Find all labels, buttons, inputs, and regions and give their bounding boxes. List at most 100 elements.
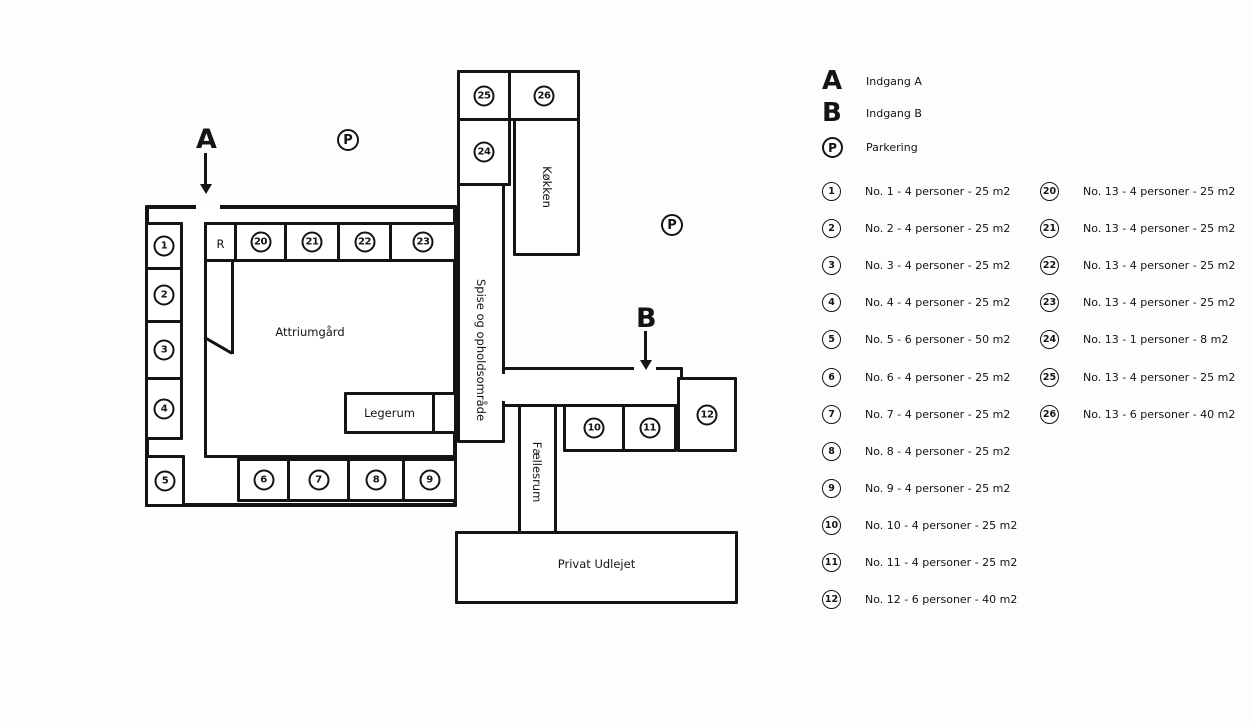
room-5-box: 5 [145, 455, 185, 507]
legend-item-label: No. 11 - 4 personer - 25 m2 [865, 555, 1018, 569]
legend-item: 12 No. 12 - 6 personer - 40 m2 [822, 581, 1017, 618]
room-r-box: R [204, 222, 237, 262]
room-21-box: 21 [284, 222, 340, 262]
room-12-box: 12 [677, 377, 737, 452]
legend-item: 6 No. 6 - 4 personer - 25 m2 [822, 358, 1017, 395]
legend-item-number: 8 [822, 441, 841, 461]
room-6-box: 6 [237, 458, 290, 502]
private-rented-label: Privat Udlejet [557, 557, 636, 572]
room-7-number: 7 [308, 469, 329, 491]
room-23-number: 23 [412, 231, 434, 253]
legend-item: 24 No. 13 - 1 personer - 8 m2 [1040, 321, 1235, 358]
legend-item-number: 5 [822, 330, 841, 350]
entrance-b-marker: B [636, 303, 657, 334]
legend-item-number: 24 [1040, 330, 1059, 350]
legend-item: 5 No. 5 - 6 personer - 50 m2 [822, 321, 1017, 358]
room-10-number: 10 [583, 417, 605, 439]
room-26-number: 26 [533, 85, 555, 106]
room-10-box: 10 [563, 404, 625, 452]
room-7-box: 7 [287, 458, 350, 502]
legend-item-label: No. 5 - 6 personer - 50 m2 [865, 333, 1011, 347]
legend-item-label: No. 4 - 4 personer - 25 m2 [865, 296, 1011, 310]
legend-item-number: 20 [1040, 182, 1059, 202]
legend-item-number: 10 [822, 515, 841, 535]
entrance-a-marker: A [196, 124, 217, 155]
kitchen-label: Køkken [540, 166, 554, 208]
legend-column-2: 20 No. 13 - 4 personer - 25 m2 21 No. 13… [1040, 173, 1235, 433]
legend-item-label: No. 13 - 1 personer - 8 m2 [1083, 333, 1229, 347]
room-5-number: 5 [154, 470, 176, 492]
kitchen-room-box [513, 118, 580, 256]
room-25-box: 25 [457, 70, 511, 121]
dining-corridor-box [457, 183, 505, 443]
room-11-number: 11 [639, 417, 660, 439]
legend-item: 1 No. 1 - 4 personer - 25 m2 [822, 173, 1017, 210]
legend-item-number: 25 [1040, 367, 1059, 387]
playroom-label: Legerum [364, 406, 415, 420]
common-room-box [518, 404, 557, 534]
room-1-box: 1 [145, 222, 183, 270]
private-rented-box: Privat Udlejet [455, 531, 738, 604]
legend-item-label: No. 12 - 6 personer - 40 m2 [865, 593, 1018, 607]
common-room-label: Fællesrum [530, 441, 544, 503]
narrow-room-wall [231, 259, 234, 354]
courtyard-label: Attriumgård [275, 325, 345, 339]
entrance-a-symbol: A [822, 66, 843, 96]
room-11-box: 11 [622, 404, 677, 452]
legend-item: 11 No. 11 - 4 personer - 25 m2 [822, 544, 1017, 581]
parking-marker-2: P [661, 214, 683, 236]
legend-item-number: 11 [822, 552, 841, 572]
legend-item-label: No. 2 - 4 personer - 25 m2 [865, 222, 1011, 236]
legend-item-label: No. 1 - 4 personer - 25 m2 [865, 185, 1011, 199]
room-26-box: 26 [508, 70, 580, 121]
room-12-number: 12 [696, 404, 718, 425]
corridor-hallway-opening [501, 374, 510, 401]
entrance-a-label: Indgang A [866, 74, 922, 88]
room-20-box: 20 [234, 222, 287, 262]
room-23-box: 23 [389, 222, 457, 262]
room-4-box: 4 [145, 377, 183, 440]
legend-item: 20 No. 13 - 4 personer - 25 m2 [1040, 173, 1235, 210]
room-3-number: 3 [153, 339, 175, 361]
legend-item-label: No. 13 - 4 personer - 25 m2 [1083, 296, 1236, 310]
legend-item-label: No. 13 - 4 personer - 25 m2 [1083, 370, 1236, 384]
legend-item: 25 No. 13 - 4 personer - 25 m2 [1040, 358, 1235, 395]
legend-item-label: No. 7 - 4 personer - 25 m2 [865, 407, 1011, 421]
small-room-box [432, 392, 457, 434]
room-20-number: 20 [250, 231, 271, 253]
legend-item-number: 9 [822, 478, 841, 498]
entrance-a-arrow-icon [204, 153, 207, 185]
room-2-box: 2 [145, 267, 183, 323]
legend-item-label: No. 9 - 4 personer - 25 m2 [865, 481, 1011, 495]
legend-item-number: 1 [822, 182, 841, 202]
entrance-a-door-gap [196, 203, 220, 212]
legend-item-number: 3 [822, 256, 841, 276]
legend-column-1: 1 No. 1 - 4 personer - 25 m2 2 No. 2 - 4… [822, 173, 1017, 618]
legend-item: 8 No. 8 - 4 personer - 25 m2 [822, 433, 1017, 470]
room-r-label: R [216, 236, 225, 251]
parking-marker-1: P [337, 129, 359, 151]
dining-corridor-label: Spise og opholdsområde [474, 278, 488, 422]
legend-item: 3 No. 3 - 4 personer - 25 m2 [822, 247, 1017, 284]
playroom-box: Legerum [344, 392, 435, 434]
legend-entrance-b: B Indgang B [822, 98, 922, 128]
legend-item-number: 6 [822, 367, 841, 387]
room-8-box: 8 [347, 458, 405, 502]
legend-item-label: No. 13 - 4 personer - 25 m2 [1083, 222, 1236, 236]
legend-item-label: No. 8 - 4 personer - 25 m2 [865, 444, 1011, 458]
legend-item: 26 No. 13 - 6 personer - 40 m2 [1040, 396, 1235, 433]
legend-item-number: 4 [822, 293, 841, 313]
legend-entrance-a: A Indgang A [822, 66, 922, 96]
legend-item-label: No. 3 - 4 personer - 25 m2 [865, 259, 1011, 273]
legend-item-number: 12 [822, 590, 841, 610]
parking-label: Parkering [866, 141, 918, 154]
legend-item-number: 23 [1040, 293, 1059, 313]
room-9-box: 9 [402, 458, 457, 502]
legend-item-number: 26 [1040, 404, 1059, 424]
entrance-b-symbol: B [822, 98, 842, 128]
legend-item: 7 No. 7 - 4 personer - 25 m2 [822, 396, 1017, 433]
room-6-number: 6 [253, 469, 274, 491]
legend-item: 9 No. 9 - 4 personer - 25 m2 [822, 470, 1017, 507]
room-8-number: 8 [365, 469, 387, 491]
